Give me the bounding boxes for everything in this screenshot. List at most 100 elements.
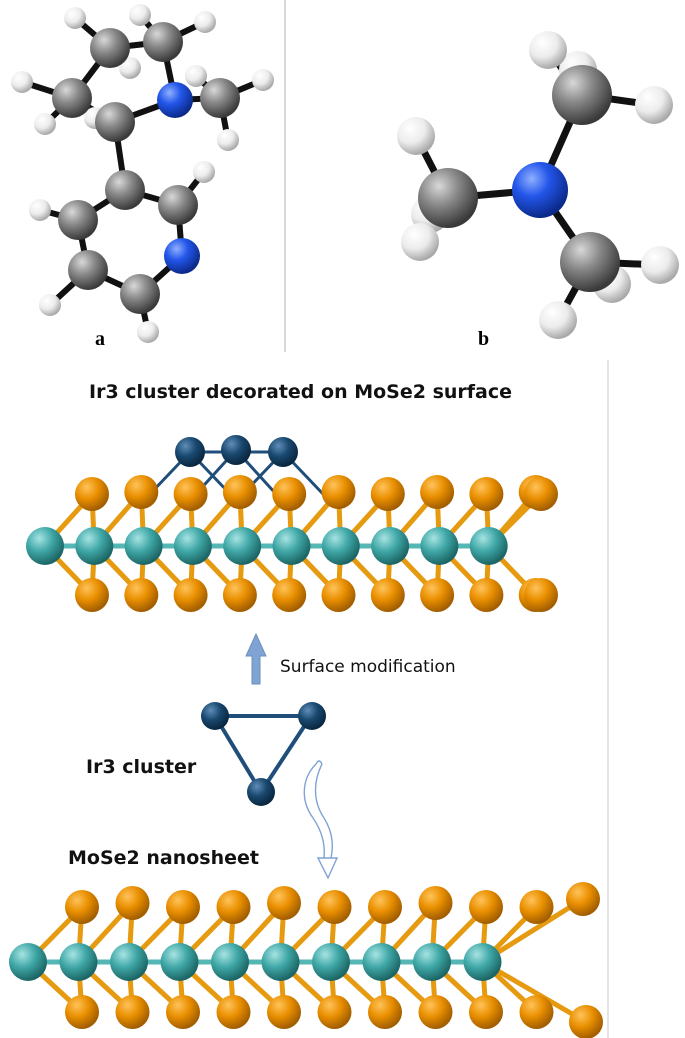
selenium-atom <box>420 475 455 509</box>
hydrogen-atom <box>401 223 439 261</box>
iridium-atom <box>221 435 251 465</box>
panel-label-a: a <box>95 328 105 350</box>
nitrogen-atom <box>512 162 568 218</box>
hydrogen-atom <box>217 129 239 151</box>
carbon-atom <box>143 22 183 62</box>
selenium-atom <box>418 995 453 1029</box>
hydrogen-atom <box>194 11 216 33</box>
selenium-atom <box>216 890 251 924</box>
ir3-cluster-label: Ir3 cluster <box>86 756 197 778</box>
selenium-atom <box>519 890 554 924</box>
decorated-slab-bonds <box>42 448 544 598</box>
selenium-atom <box>370 578 405 612</box>
selenium-atom <box>321 578 356 612</box>
hydrogen-atom <box>34 113 56 135</box>
selenium-atom <box>65 995 99 1029</box>
molybdenum-atom <box>413 943 451 981</box>
molybdenum-atom <box>223 527 262 565</box>
selenium-atom <box>317 890 352 924</box>
selenium-atom <box>115 995 150 1029</box>
ir-atom <box>298 702 326 730</box>
hydrogen-atom <box>539 301 577 339</box>
molybdenum-atom <box>420 527 459 565</box>
selenium-atom <box>75 477 109 511</box>
bond <box>480 896 586 965</box>
carbon-atom <box>105 170 145 210</box>
selenium-atom <box>216 995 251 1029</box>
molybdenum-atom <box>321 527 360 565</box>
selenium-atom <box>173 578 208 612</box>
hydrogen-atom <box>529 31 567 69</box>
selenium-atom <box>370 477 405 511</box>
carbon-atom <box>68 250 108 290</box>
selenium-atom <box>524 578 558 612</box>
nitrogen-atom <box>157 82 193 118</box>
carbon-atom <box>418 168 478 228</box>
selenium-atom <box>166 890 200 924</box>
surface-modification-arrow <box>245 632 267 685</box>
molybdenum-atom <box>211 943 249 981</box>
selenium-atom <box>469 995 503 1029</box>
selenium-atom <box>368 995 402 1029</box>
molybdenum-atom <box>75 527 114 565</box>
molybdenum-atom <box>124 527 163 565</box>
molybdenum-atom <box>272 527 311 565</box>
molybdenum-atom <box>110 943 148 981</box>
decorated-slab <box>26 435 558 612</box>
selenium-atom <box>272 578 307 612</box>
selenium-atom <box>267 886 301 920</box>
carbon-atom <box>560 232 620 292</box>
selenium-atom <box>469 477 504 511</box>
hydrogen-atom <box>193 161 215 183</box>
molecule-a-atoms <box>11 4 274 343</box>
selenium-atom <box>267 995 301 1029</box>
selenium-atom <box>124 475 159 509</box>
carbon-atom <box>200 78 240 118</box>
molybdenum-atom <box>312 943 350 981</box>
selenium-atom <box>420 578 455 612</box>
hydrogen-atom <box>119 57 141 79</box>
bond <box>480 959 589 1025</box>
hydrogen-atom <box>252 69 274 91</box>
selenium-atom <box>368 890 402 924</box>
iridium-atom <box>268 437 298 467</box>
molybdenum-atom <box>371 527 410 565</box>
surface-modification-label: Surface modification <box>280 657 456 677</box>
selenium-atom <box>418 886 453 920</box>
hydrogen-atom <box>11 71 33 93</box>
molybdenum-atom <box>26 527 64 565</box>
selenium-atom <box>321 475 356 509</box>
hydrogen-atom <box>641 246 679 284</box>
selenium-atom <box>75 578 109 612</box>
molybdenum-atom <box>261 943 300 981</box>
selenium-atom <box>469 578 504 612</box>
molecule-b-atoms <box>397 31 679 339</box>
hydrogen-atom <box>137 321 159 343</box>
molybdenum-atom <box>362 943 401 981</box>
hydrogen-atom <box>129 4 151 26</box>
carbon-atom <box>95 102 135 142</box>
selenium-atom <box>524 477 558 511</box>
carbon-atom <box>58 200 98 240</box>
selenium-atom <box>569 1005 603 1038</box>
nanosheet-slab <box>9 882 603 1038</box>
selenium-atom <box>317 995 352 1029</box>
molybdenum-atom <box>9 943 47 981</box>
approach-arrow <box>303 760 339 880</box>
selenium-atom <box>173 477 208 511</box>
molybdenum-atom <box>59 943 98 981</box>
carbon-atom <box>158 185 198 225</box>
hydrogen-atom <box>29 199 51 221</box>
molybdenum-atom <box>469 527 508 565</box>
hydrogen-atom <box>185 65 207 87</box>
selenium-atom <box>222 475 257 509</box>
ir-atom <box>201 702 229 730</box>
selenium-atom <box>124 578 159 612</box>
molecule-b <box>397 31 679 339</box>
selenium-atom <box>469 890 503 924</box>
decorated-title: Ir3 cluster decorated on MoSe2 surface <box>89 381 512 403</box>
ir3-cluster <box>201 702 326 806</box>
molybdenum-atom <box>160 943 199 981</box>
selenium-atom <box>272 477 307 511</box>
molybdenum-atom <box>173 527 212 565</box>
